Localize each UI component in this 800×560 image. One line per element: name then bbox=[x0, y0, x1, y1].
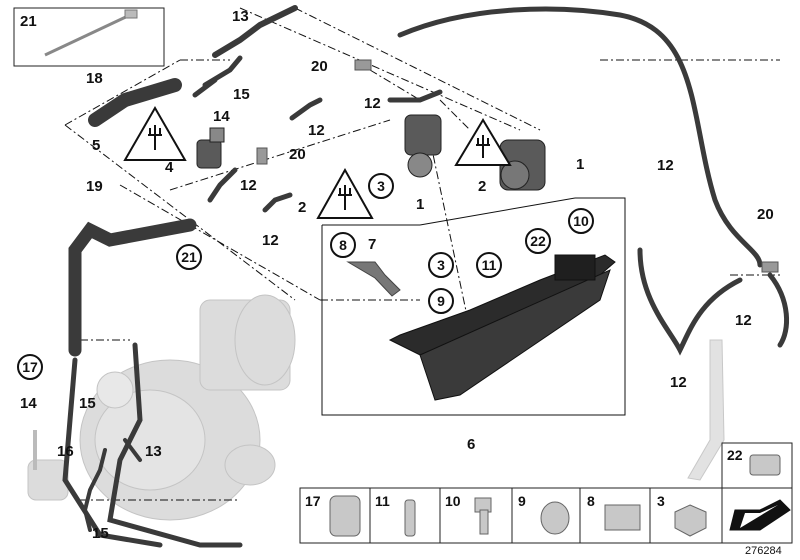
hose-17 bbox=[62, 357, 163, 548]
callout-6: 6 bbox=[467, 436, 476, 453]
callout-circle-11: 11 bbox=[476, 252, 502, 278]
arrow-symbol bbox=[729, 499, 791, 531]
legend-label-3: 3 bbox=[657, 493, 665, 509]
callout-16: 16 bbox=[57, 443, 74, 460]
turbocharger-image bbox=[27, 294, 296, 521]
hoses bbox=[62, 5, 790, 548]
callout-circle-21: 21 bbox=[176, 244, 202, 270]
assembly-frame-6 bbox=[321, 197, 626, 416]
callout-2-left: 2 bbox=[298, 199, 307, 216]
hose-13-low bbox=[123, 438, 142, 462]
callout-1-left: 1 bbox=[416, 196, 425, 213]
hose-16 bbox=[82, 448, 107, 532]
callout-12-a: 12 bbox=[364, 95, 381, 112]
hose-big-right bbox=[397, 6, 763, 268]
callout-12-d: 12 bbox=[262, 232, 279, 249]
callout-20-mid: 20 bbox=[289, 146, 306, 163]
callout-4: 4 bbox=[165, 159, 174, 176]
legend-label-22: 22 bbox=[727, 447, 743, 463]
callout-circle-3-top: 3 bbox=[368, 173, 394, 199]
callout-circle-9: 9 bbox=[428, 288, 454, 314]
part-box-21 bbox=[13, 7, 165, 67]
callout-circle-3-mid: 3 bbox=[428, 252, 454, 278]
hose-19 bbox=[68, 218, 197, 357]
legend-label-9: 9 bbox=[518, 493, 526, 509]
callout-12-e: 12 bbox=[657, 157, 674, 174]
callout-19: 19 bbox=[86, 178, 103, 195]
leader-lines bbox=[64, 7, 780, 501]
clip-7 bbox=[346, 261, 401, 297]
callout-15-mid: 15 bbox=[79, 395, 96, 412]
legend-label-10: 10 bbox=[445, 493, 461, 509]
callout-21-top: 21 bbox=[20, 13, 37, 30]
callout-20-top: 20 bbox=[311, 58, 328, 75]
hose-right-short bbox=[767, 272, 790, 348]
hose-12-c bbox=[207, 167, 238, 203]
document-number: 276284 bbox=[745, 545, 782, 557]
callout-circle-10: 10 bbox=[568, 208, 594, 234]
callout-7: 7 bbox=[368, 236, 377, 253]
bracket-6 bbox=[388, 254, 616, 401]
hose-12-d bbox=[262, 192, 293, 213]
callout-15-top: 15 bbox=[233, 86, 250, 103]
callout-14-low: 14 bbox=[20, 395, 37, 412]
hose-right-lower bbox=[637, 247, 743, 356]
callout-14-top: 14 bbox=[213, 108, 230, 125]
callout-12-r3: 12 bbox=[670, 374, 687, 391]
hose-14-top bbox=[192, 77, 218, 98]
vent-pipe-image bbox=[687, 339, 725, 481]
callout-12-c: 12 bbox=[240, 177, 257, 194]
callout-12-b: 12 bbox=[308, 122, 325, 139]
hose-12-a bbox=[289, 97, 323, 121]
callout-13-low: 13 bbox=[145, 443, 162, 460]
tee-connectors bbox=[256, 59, 779, 273]
callout-5: 5 bbox=[92, 137, 101, 154]
hose-12-b bbox=[387, 89, 443, 103]
callout-1-right: 1 bbox=[576, 156, 585, 173]
legend-label-8: 8 bbox=[587, 493, 595, 509]
hose-18 bbox=[88, 78, 182, 127]
plug-symbols bbox=[148, 125, 490, 210]
hose-15-low bbox=[107, 342, 243, 548]
callout-circle-22: 22 bbox=[525, 228, 551, 254]
legend-label-17: 17 bbox=[305, 493, 321, 509]
callout-2-right: 2 bbox=[478, 178, 487, 195]
callout-20-right: 20 bbox=[757, 206, 774, 223]
callout-12-r2: 12 bbox=[735, 312, 752, 329]
callout-15-low: 15 bbox=[92, 525, 109, 542]
legend-parts bbox=[329, 454, 781, 537]
callout-circle-8: 8 bbox=[330, 232, 356, 258]
legend-label-11: 11 bbox=[375, 493, 390, 509]
callout-circle-17: 17 bbox=[17, 354, 43, 380]
hose-13-top bbox=[212, 5, 298, 58]
cable-tie-21 bbox=[44, 9, 138, 57]
callout-18: 18 bbox=[86, 70, 103, 87]
callout-13-top: 13 bbox=[232, 8, 249, 25]
